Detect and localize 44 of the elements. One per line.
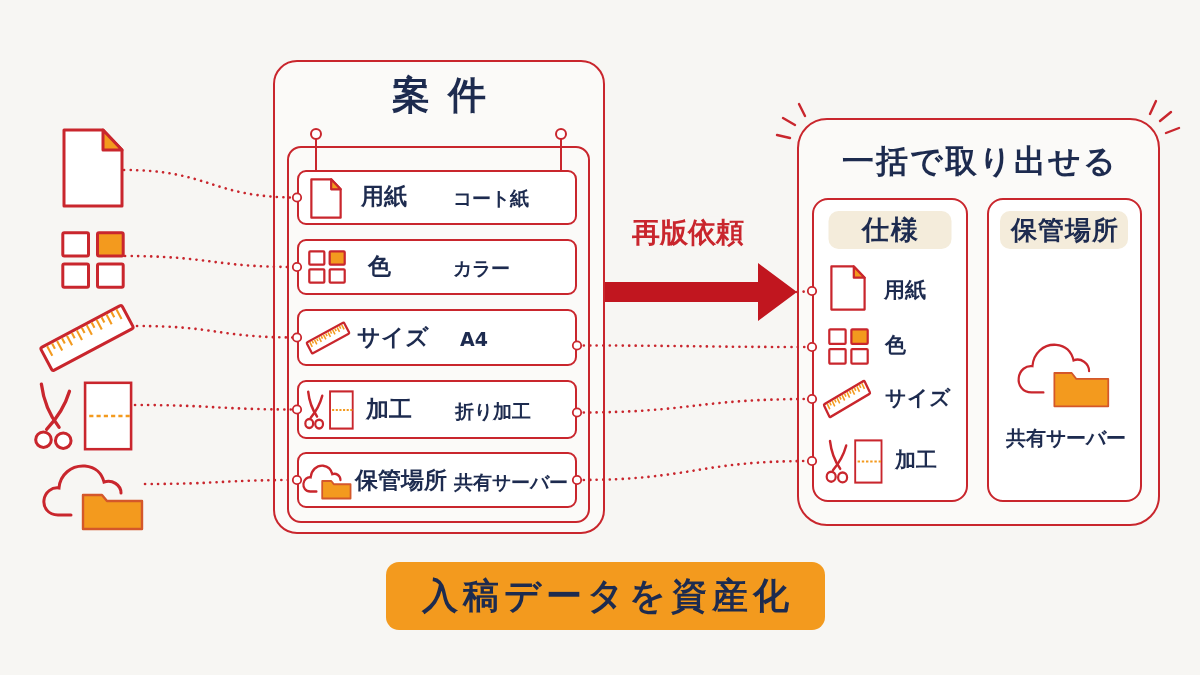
field-row xyxy=(297,309,577,366)
dotted-connector xyxy=(571,455,818,486)
field-value: 共有サーバー xyxy=(454,470,568,494)
card-panel xyxy=(797,118,1160,526)
sub-panel xyxy=(987,198,1142,502)
dotted-connector xyxy=(571,393,818,418)
field-row xyxy=(297,380,577,439)
panel-heading: 仕様 xyxy=(828,211,952,249)
dotted-connector xyxy=(143,474,303,486)
field-label: 保管場所 xyxy=(355,467,447,495)
scissors-paper-icon xyxy=(31,381,135,451)
dotted-connector xyxy=(123,254,303,273)
field-label: 用紙 xyxy=(361,183,407,211)
card-title: 案件 xyxy=(391,73,504,119)
item-label: 用紙 xyxy=(884,278,926,304)
dotted-connector xyxy=(795,285,818,297)
sub-panel xyxy=(812,198,968,502)
banner-text: 入稿データを資産化 xyxy=(420,574,794,618)
item-label: 加工 xyxy=(895,448,937,474)
document-icon xyxy=(62,128,124,208)
field-row xyxy=(297,170,577,225)
thick-arrow xyxy=(605,263,797,321)
item-label: サイズ xyxy=(885,386,951,412)
dotted-connector xyxy=(571,340,818,353)
field-value: カラー xyxy=(453,256,510,280)
field-label: 加工 xyxy=(366,396,412,424)
inner-frame xyxy=(287,146,590,523)
color-grid-icon xyxy=(61,231,125,289)
card-panel xyxy=(273,60,605,534)
dotted-connector xyxy=(133,403,303,415)
field-row xyxy=(297,239,577,295)
dotted-connector xyxy=(135,324,303,343)
server-label: 共有サーバー xyxy=(1006,426,1126,450)
item-label: 色 xyxy=(885,333,906,359)
field-label: 色 xyxy=(368,253,391,281)
dotted-connector xyxy=(122,168,303,203)
field-label: サイズ xyxy=(357,324,429,352)
field-value: A4 xyxy=(460,327,488,351)
card-title: 一括で取り出せる xyxy=(841,141,1118,181)
panel-heading: 保管場所 xyxy=(1000,211,1128,249)
field-value: 折り加工 xyxy=(455,399,531,423)
banner xyxy=(386,562,825,630)
field-value: コート紙 xyxy=(453,186,529,210)
field-row xyxy=(297,452,577,508)
